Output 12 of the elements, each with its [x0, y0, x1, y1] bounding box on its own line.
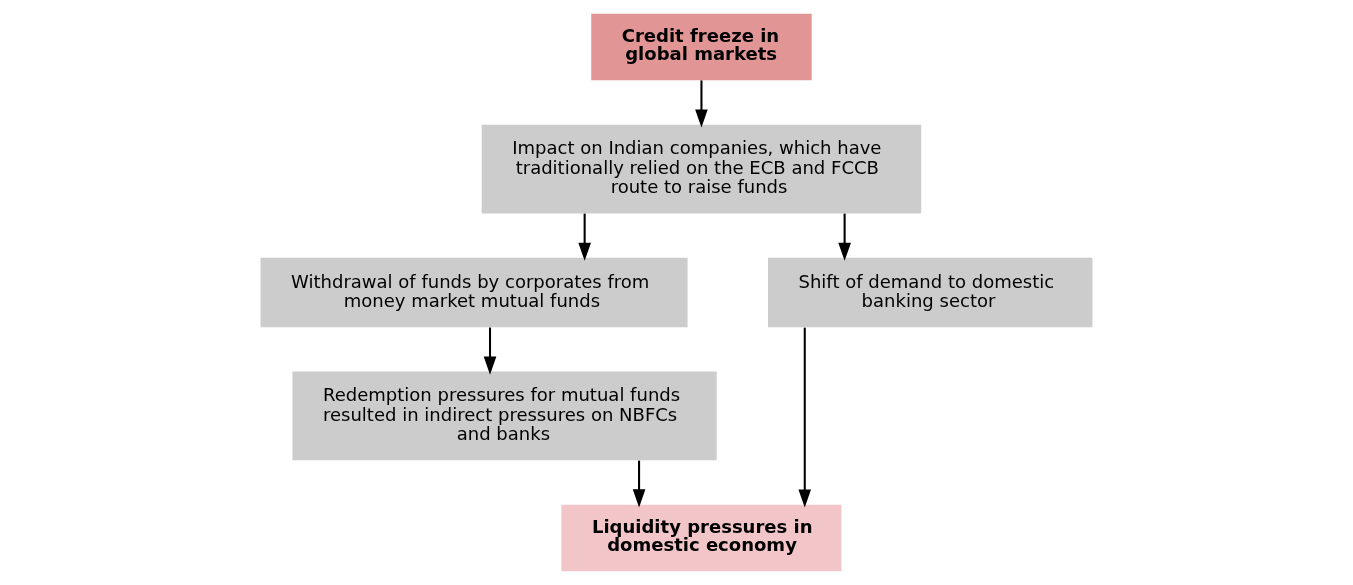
arrow: [695, 80, 708, 128]
arrow: [578, 213, 591, 261]
node-box: Credit freeze in global markets: [591, 13, 812, 81]
node-box: Withdrawal of funds by corporates from money market mutual funds: [260, 257, 688, 328]
arrow: [798, 327, 812, 508]
node-box: Impact on Indian companies, which have traditionally relied on the ECB and FCCB route to raise funds: [481, 124, 922, 214]
node-box: Liquidity pressures in domestic economy: [561, 504, 842, 572]
arrow: [483, 327, 497, 375]
arrow: [838, 213, 851, 261]
arrow: [632, 460, 646, 508]
node-box: Shift of demand to domestic banking sector: [768, 257, 1093, 328]
node-box: Redemption pressures for mutual funds resulted in indirect pressures on NBFCs and banks: [292, 371, 717, 461]
